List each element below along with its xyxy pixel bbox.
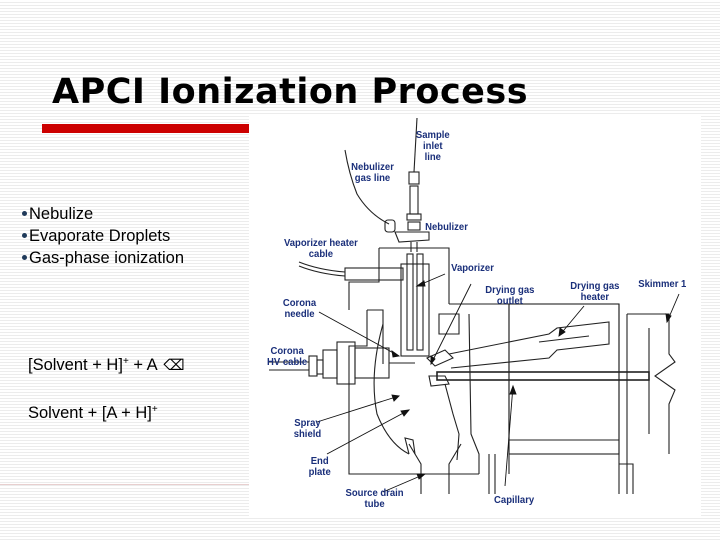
bullet-item: Nebulize: [22, 203, 184, 225]
process-steps-list: Nebulize Evaporate Droplets Gas-phase io…: [22, 203, 184, 269]
label-drying-gas-heater: Drying gas heater: [570, 281, 620, 303]
apci-source-diagram: Sample inlet line Nebulizer gas line Neb…: [249, 114, 701, 518]
bullet-icon: [22, 255, 27, 261]
footer-divider: [0, 484, 250, 485]
reaction-equation-products: Solvent + [A + H]+: [28, 404, 158, 422]
label-nebulizer: Nebulizer: [425, 222, 468, 233]
apci-schematic-drawing: [269, 117, 680, 494]
label-source-drain-tube: Source drain tube: [345, 488, 404, 510]
bullet-icon: [22, 233, 27, 239]
label-vaporizer: Vaporizer: [451, 263, 494, 274]
label-end-plate: End plate: [308, 456, 331, 478]
label-corona-hv-cable: Corona HV cable: [267, 346, 308, 368]
label-drying-gas-outlet: Drying gas outlet: [485, 285, 535, 307]
bullet-item: Gas-phase ionization: [22, 247, 184, 269]
reaction-equation-reactants: [Solvent + H]+ + A ⌫: [28, 356, 185, 374]
label-nebulizer-gas-line: Nebulizer gas line: [351, 162, 394, 184]
label-spray-shield: Spray shield: [293, 418, 322, 440]
slide-title: APCI Ionization Process: [52, 72, 529, 112]
label-skimmer-1: Skimmer 1: [638, 279, 687, 290]
label-sample-inlet-line: Sample inlet line: [415, 130, 450, 163]
bullet-item: Evaporate Droplets: [22, 225, 184, 247]
title-accent-bar: [42, 124, 260, 133]
reaction-arrow-icon: ⌫: [163, 357, 185, 374]
bullet-icon: [22, 211, 27, 217]
label-capillary: Capillary: [494, 495, 535, 506]
label-corona-needle: Corona needle: [282, 298, 317, 320]
label-vaporizer-heater-cable: Vaporizer heater cable: [283, 238, 358, 260]
